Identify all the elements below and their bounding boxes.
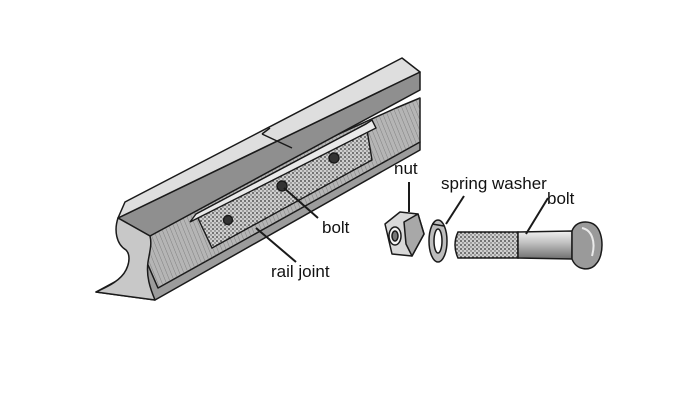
label-nut: nut xyxy=(394,159,418,178)
leader-bolt xyxy=(525,197,549,235)
plate-bolt-head xyxy=(222,214,234,226)
hex-nut xyxy=(384,211,425,257)
leader-bolt-on-rail xyxy=(283,187,319,219)
label-rail-joint: rail joint xyxy=(271,262,330,281)
bolt xyxy=(454,221,603,270)
leader-spring-washer xyxy=(445,195,465,225)
plate-bolt-head xyxy=(328,152,340,164)
fish-plate xyxy=(189,118,377,249)
bolt-thread xyxy=(454,231,519,259)
rail-end-gap xyxy=(261,133,293,149)
label-bolt: bolt xyxy=(547,189,575,208)
label-spring-washer: spring washer xyxy=(441,174,547,193)
bolt-head xyxy=(571,221,603,270)
rail xyxy=(95,57,421,301)
label-bolt-on-rail: bolt xyxy=(322,218,350,237)
leader-rail-joint xyxy=(255,227,297,263)
spring-washer xyxy=(428,219,448,263)
bolt-shank xyxy=(517,230,573,260)
rail-end-profile xyxy=(95,217,156,301)
